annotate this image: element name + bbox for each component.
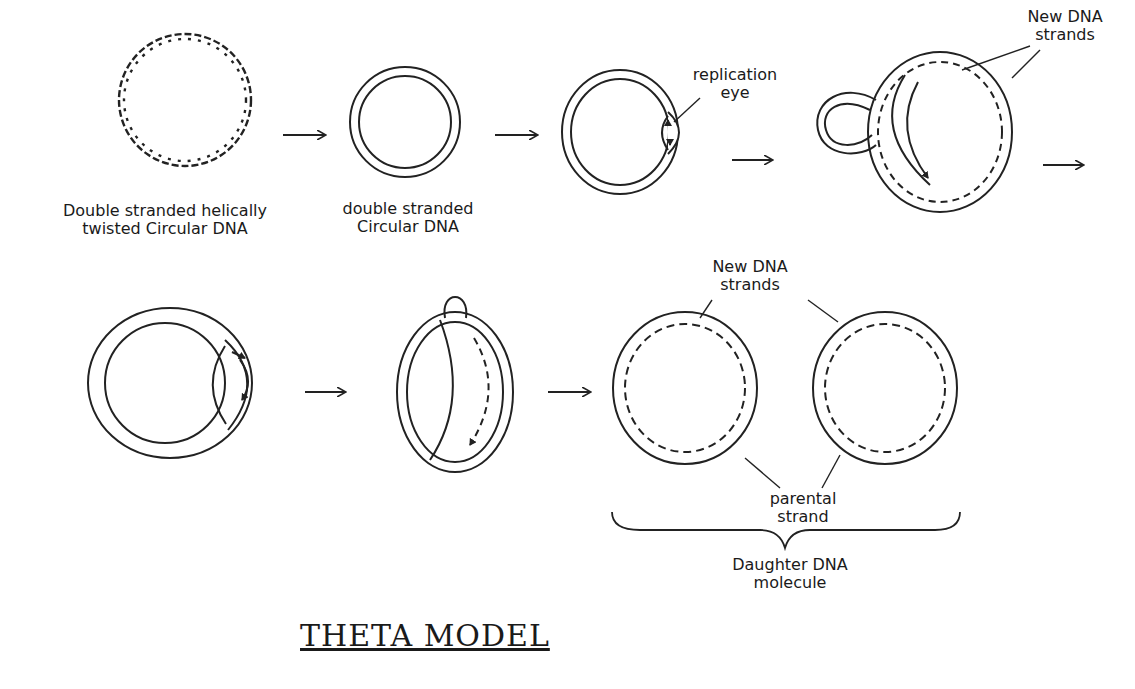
brace-caption: Daughter DNA molecule: [700, 556, 880, 593]
callout-label: replication eye: [690, 66, 780, 103]
diagram-title: THETA MODEL: [300, 618, 550, 653]
callout-label: parental strand: [748, 490, 858, 527]
dna-caption: double stranded Circular DNA: [338, 200, 478, 237]
dna-caption: Double stranded helically twisted Circul…: [55, 202, 275, 239]
callout-label: New DNA strands: [690, 258, 810, 295]
callout-label: New DNA strands: [1010, 8, 1120, 45]
